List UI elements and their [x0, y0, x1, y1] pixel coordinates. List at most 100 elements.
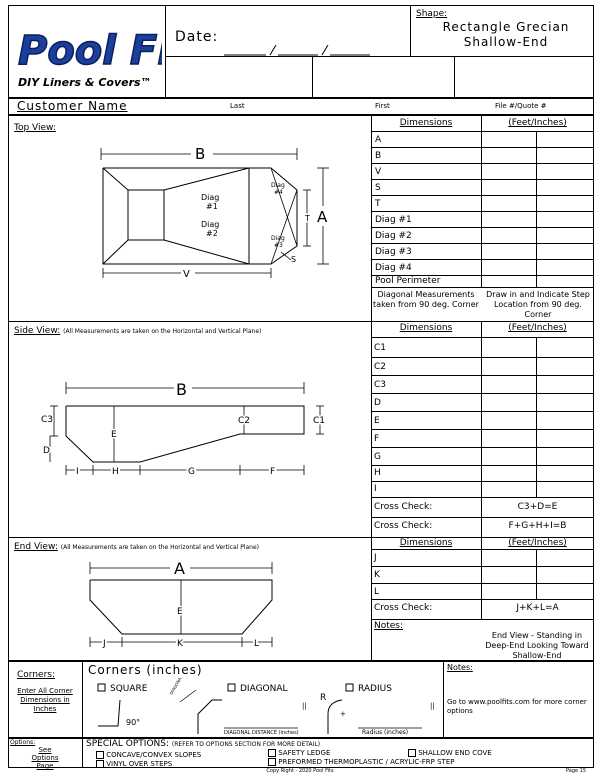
option-shallow-cove-checkbox[interactable] — [408, 749, 416, 757]
side-row-h[interactable]: H — [374, 468, 381, 478]
option-safety-ledge-checkbox[interactable] — [268, 749, 276, 757]
end-dim-e: E — [177, 607, 183, 617]
options-title: SPECIAL OPTIONS: — [86, 739, 170, 749]
end-check-label: Cross Check: — [374, 603, 433, 613]
top-row-perimeter[interactable]: Pool Perimeter — [375, 276, 441, 286]
option-concave-checkbox[interactable] — [96, 751, 104, 759]
header-divider — [165, 5, 166, 98]
header-col2 — [312, 56, 313, 98]
option-preformed-step[interactable]: PREFORMED THERMOPLASTIC / ACRYLIC-FRP ST… — [268, 758, 454, 766]
side-row-d[interactable]: D — [374, 398, 381, 408]
logo: Pool Fits DIY Liners & Covers™ — [12, 8, 214, 94]
customer-name-label: Customer Name — [17, 99, 128, 113]
diagonal-checkbox[interactable] — [227, 683, 236, 692]
side-row-line-8 — [371, 481, 594, 482]
diag4-num: #4 — [274, 189, 283, 196]
options-see-page[interactable]: See Options Page — [31, 746, 59, 770]
options-divider — [82, 738, 83, 768]
customer-file-number[interactable]: File #/Quote # — [495, 102, 547, 110]
side-row-line-0 — [371, 337, 594, 338]
option-vinyl-steps-checkbox[interactable] — [96, 760, 104, 768]
end-view-bottom — [8, 660, 594, 662]
end-dims-header: Dimensions — [399, 538, 453, 548]
top-row-diag1[interactable]: Diag #1 — [375, 215, 412, 225]
end-dim-a: A — [174, 559, 185, 578]
top-row-t[interactable]: T — [375, 199, 381, 209]
corners-bottom — [8, 737, 594, 739]
top-row-diag2[interactable]: Diag #2 — [375, 231, 412, 241]
top-view-label: Top View: — [14, 123, 56, 133]
side-dim-c2: C2 — [238, 416, 250, 426]
side-row-c3[interactable]: C3 — [374, 380, 387, 390]
customer-bottom — [8, 114, 594, 116]
end-view-note: (All Measurements are taken on the Horiz… — [60, 544, 259, 551]
end-view-diagram: A E J K L — [82, 558, 292, 658]
radius-plus: + — [340, 710, 346, 718]
side-view-table: Dimensions (Feet/Inches) C1 C2 C3 D E F … — [371, 321, 594, 537]
option-safety-ledge-label: SAFETY LEDGE — [278, 749, 331, 757]
option-safety-ledge[interactable]: SAFETY LEDGE — [268, 749, 330, 757]
side-dim-d: D — [43, 446, 50, 456]
top-row-line-5 — [371, 211, 594, 212]
side-col-b — [536, 337, 537, 497]
diag1-num: #1 — [206, 202, 218, 211]
end-row-j[interactable]: J — [374, 553, 377, 563]
radius-label: RADIUS — [358, 684, 392, 694]
square-checkbox[interactable] — [97, 683, 106, 692]
top-col-a — [481, 115, 482, 287]
top-row-diag3[interactable]: Diag #3 — [375, 247, 412, 257]
side-row-i[interactable]: I — [374, 484, 377, 494]
diag-two-bars: || — [302, 702, 307, 710]
end-col-a — [481, 537, 482, 619]
corners-label: Corners: — [17, 670, 55, 680]
side-row-e[interactable]: E — [374, 416, 380, 426]
top-row-a[interactable]: A — [375, 135, 382, 145]
side-row-c1[interactable]: C1 — [374, 343, 387, 353]
option-concave[interactable]: CONCAVE/CONVEX SLOPES — [96, 751, 201, 759]
radius-checkbox[interactable] — [345, 683, 354, 692]
diag-tiny-label: DIAGONAL DISTANCE — [169, 678, 195, 696]
top-row-v[interactable]: V — [375, 167, 382, 177]
header-col3 — [454, 56, 455, 98]
corners-diagram: SQUARE 90° DIAGONAL DISTANCE DIAGONAL ||… — [92, 656, 440, 736]
end-dim-k: K — [177, 639, 184, 649]
side-row-f[interactable]: F — [374, 434, 380, 444]
option-concave-label: CONCAVE/CONVEX SLOPES — [106, 751, 202, 759]
diag3-num: #3 — [274, 242, 283, 249]
top-units-header: (Feet/Inches) — [508, 118, 567, 128]
side-row-c2[interactable]: C2 — [374, 362, 387, 372]
diag1-label: Diag — [201, 193, 219, 202]
customer-first[interactable]: First — [375, 102, 390, 110]
side-view-note: (All Measurements are taken on the Horiz… — [63, 328, 262, 335]
end-units-header: (Feet/Inches) — [508, 538, 567, 548]
dim-label-t: T — [304, 214, 310, 223]
side-dim-e: E — [111, 430, 117, 440]
side-dim-b: B — [176, 380, 187, 399]
customer-last[interactable]: Last — [230, 102, 245, 110]
top-dims-header: Dimensions — [399, 118, 453, 128]
square-label: SQUARE — [110, 684, 148, 694]
option-preformed-step-checkbox[interactable] — [268, 758, 276, 766]
top-col-b — [536, 131, 537, 287]
shape-value-line1: Rectangle Grecian — [442, 20, 570, 34]
option-vinyl-steps[interactable]: VINYL OVER STEPS — [96, 760, 172, 768]
side-dim-c3: C3 — [41, 415, 53, 425]
end-row-k[interactable]: K — [374, 570, 380, 580]
diag-distance-label: DIAGONAL DISTANCE (inches) — [224, 730, 299, 736]
logo-art: Pool Fits DIY Liners & Covers™ — [17, 27, 214, 89]
date-field[interactable] — [224, 42, 370, 56]
page-frame — [8, 5, 594, 768]
end-row-l[interactable]: L — [374, 587, 380, 597]
top-row-diag4[interactable]: Diag #4 — [375, 263, 412, 273]
top-row-b[interactable]: B — [375, 151, 382, 161]
top-row-line-1 — [371, 147, 594, 148]
diag3-label: Diag — [271, 235, 285, 242]
side-row-g[interactable]: G — [374, 452, 381, 462]
top-row-s[interactable]: S — [375, 183, 381, 193]
top-row-line-7 — [371, 243, 594, 244]
option-shallow-cove[interactable]: SHALLOW END COVE — [408, 749, 492, 757]
options-label: Options: — [10, 739, 36, 746]
radius-r: R — [320, 693, 326, 703]
corners-right-divider — [443, 661, 444, 737]
top-row-line-3 — [371, 179, 594, 180]
